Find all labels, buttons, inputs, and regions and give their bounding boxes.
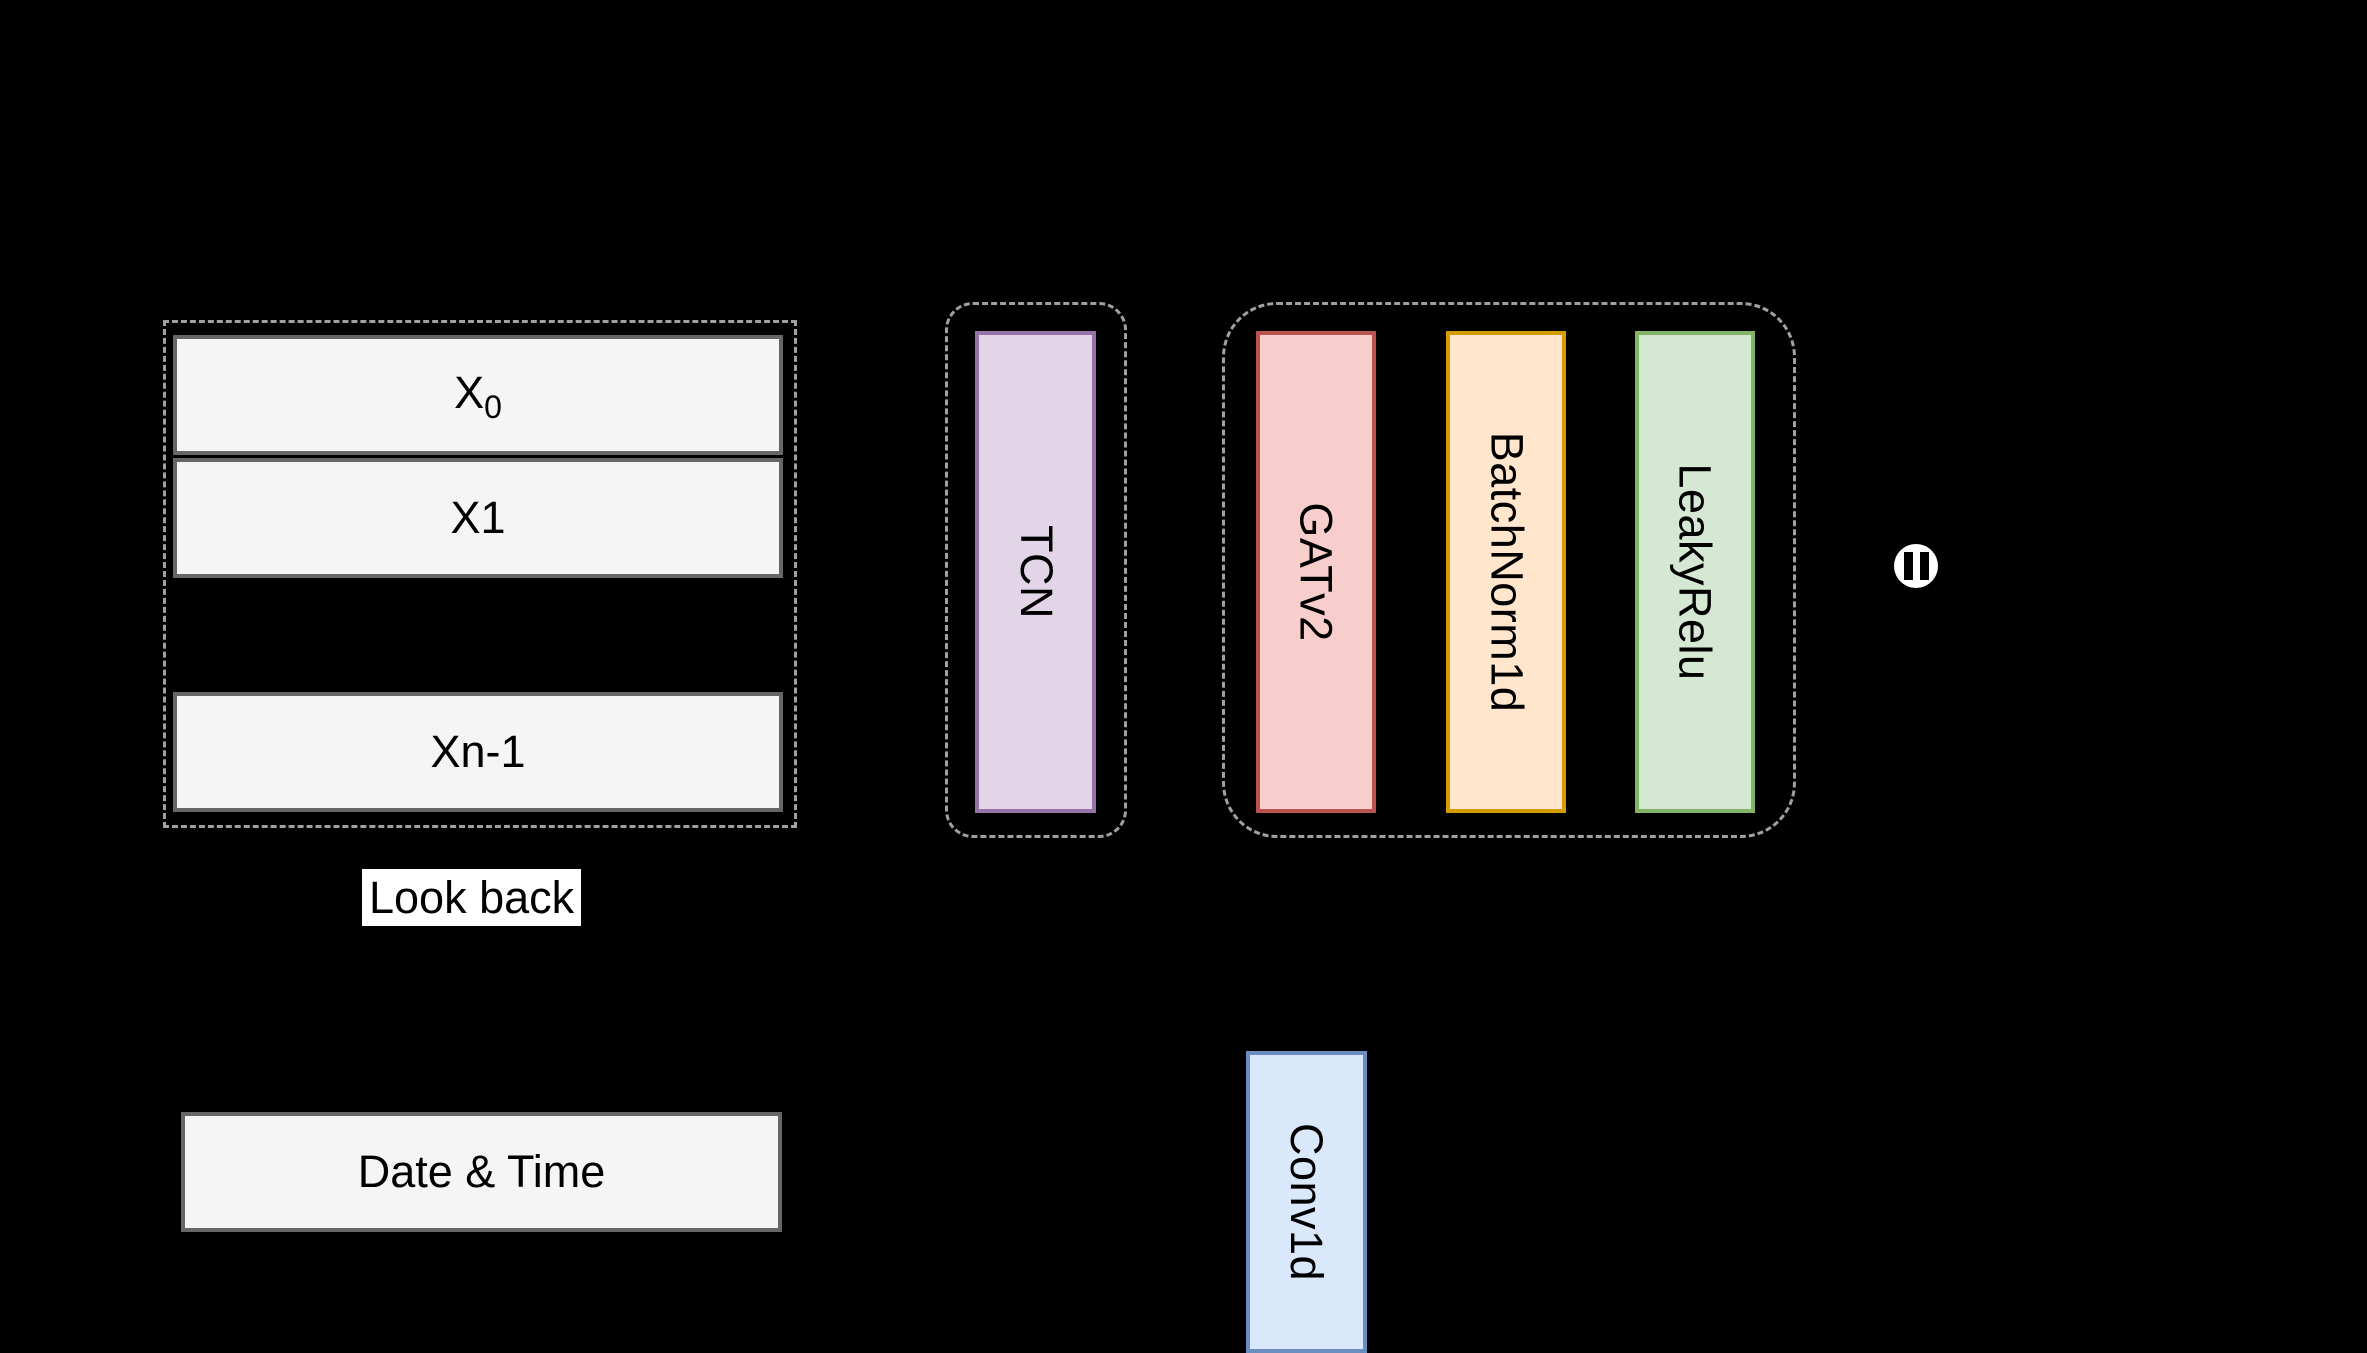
gatv2-label: GATv2 bbox=[1291, 502, 1343, 642]
tcn-label: TCN bbox=[1010, 525, 1062, 619]
conv1d-block: Conv1d bbox=[1246, 1051, 1367, 1353]
tcn-block: TCN bbox=[975, 331, 1096, 813]
leakyrelu-block: LeakyRelu bbox=[1635, 331, 1755, 813]
batchnorm1d-block: BatchNorm1d bbox=[1446, 331, 1566, 813]
tcn-group-outline bbox=[945, 302, 1127, 838]
input-row-x0-label: X0 bbox=[454, 367, 502, 425]
concat-bar-right bbox=[1919, 552, 1929, 580]
conv1d-label: Conv1d bbox=[1281, 1122, 1333, 1282]
concat-bar-left bbox=[1903, 552, 1913, 580]
input-row-xn1-label: Xn-1 bbox=[430, 726, 526, 777]
concat-operator-icon bbox=[1894, 544, 1938, 588]
input-row-xn1: Xn-1 bbox=[173, 692, 783, 812]
datetime-label: Date & Time bbox=[357, 1146, 606, 1197]
leakyrelu-label: LeakyRelu bbox=[1670, 463, 1722, 681]
gatv2-block: GATv2 bbox=[1256, 331, 1376, 813]
lookback-group-outline bbox=[163, 320, 797, 828]
lookback-caption: Look back bbox=[362, 869, 582, 926]
input-row-x1-label: X1 bbox=[450, 492, 506, 543]
datetime-block: Date & Time bbox=[181, 1112, 782, 1232]
input-row-x1: X1 bbox=[173, 458, 783, 578]
input-row-x0: X0 bbox=[173, 335, 783, 455]
x0-subscript: 0 bbox=[484, 389, 502, 425]
batchnorm1d-label: BatchNorm1d bbox=[1481, 431, 1532, 713]
gat-group-outline bbox=[1222, 302, 1796, 838]
